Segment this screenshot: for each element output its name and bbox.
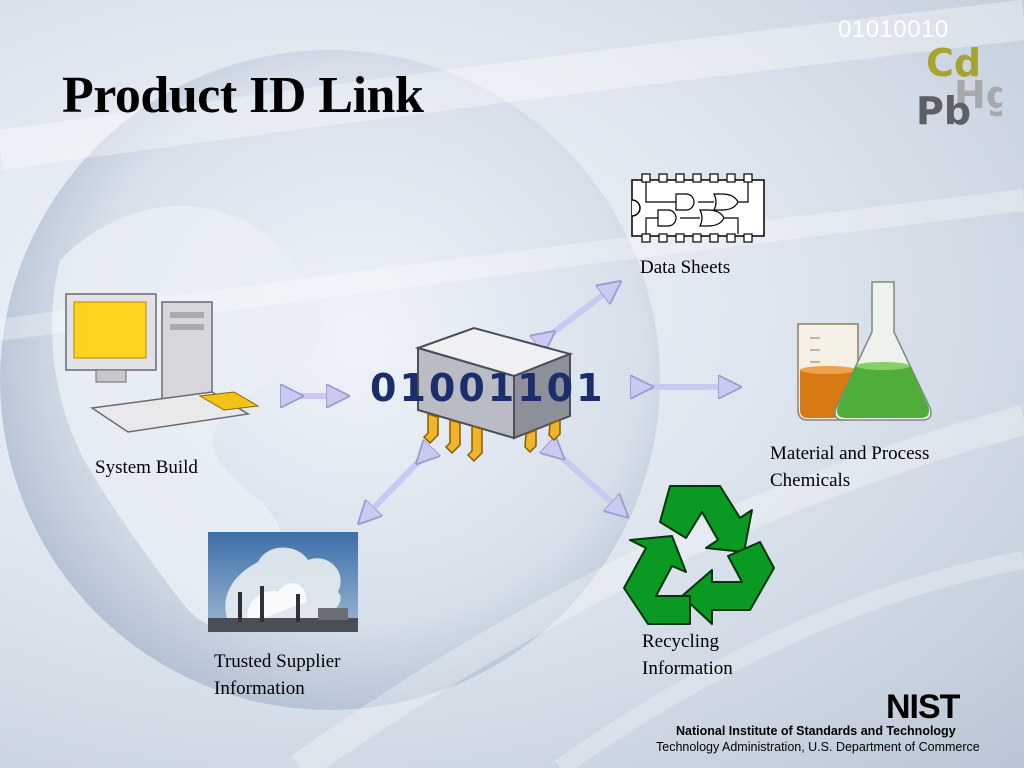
recycling-label-line2: Information	[642, 658, 733, 679]
element-pb: Pb	[916, 89, 971, 132]
material-label-line1: Material and Process	[770, 443, 930, 464]
element-cd: Cd	[926, 41, 981, 85]
material-label-line2: Chemicals	[770, 470, 851, 491]
recycling-label-line1: Recycling	[642, 631, 720, 652]
arrow-data-sheets	[546, 288, 612, 338]
lab-flasks-icon	[797, 281, 932, 421]
center-binary: 01001101	[370, 366, 606, 410]
nist-name: National Institute of Standards and Tech…	[676, 724, 956, 738]
chip-datasheet-icon	[631, 173, 765, 243]
supplier-label-line1: Trusted Supplier	[214, 651, 341, 672]
recycle-icon	[623, 485, 775, 625]
arrow-supplier	[366, 456, 424, 516]
arrow-recycling	[556, 452, 620, 510]
heavy-metals-icon: Cd Hg Pb	[916, 41, 1002, 132]
central-chip-icon	[414, 326, 574, 463]
data-sheets-label: Data Sheets	[640, 257, 731, 278]
computer-icon	[65, 293, 260, 433]
supplier-label-line2: Information	[214, 678, 305, 699]
corner-binary: 01010010	[838, 16, 949, 43]
nist-logo: NIST	[886, 688, 960, 726]
nist-subtitle: Technology Administration, U.S. Departme…	[656, 740, 980, 754]
factory-photo	[208, 532, 358, 632]
slide-title: Product ID Link	[62, 67, 424, 124]
system-build-label: System Build	[95, 457, 198, 478]
element-hg: Hg	[954, 73, 1002, 117]
